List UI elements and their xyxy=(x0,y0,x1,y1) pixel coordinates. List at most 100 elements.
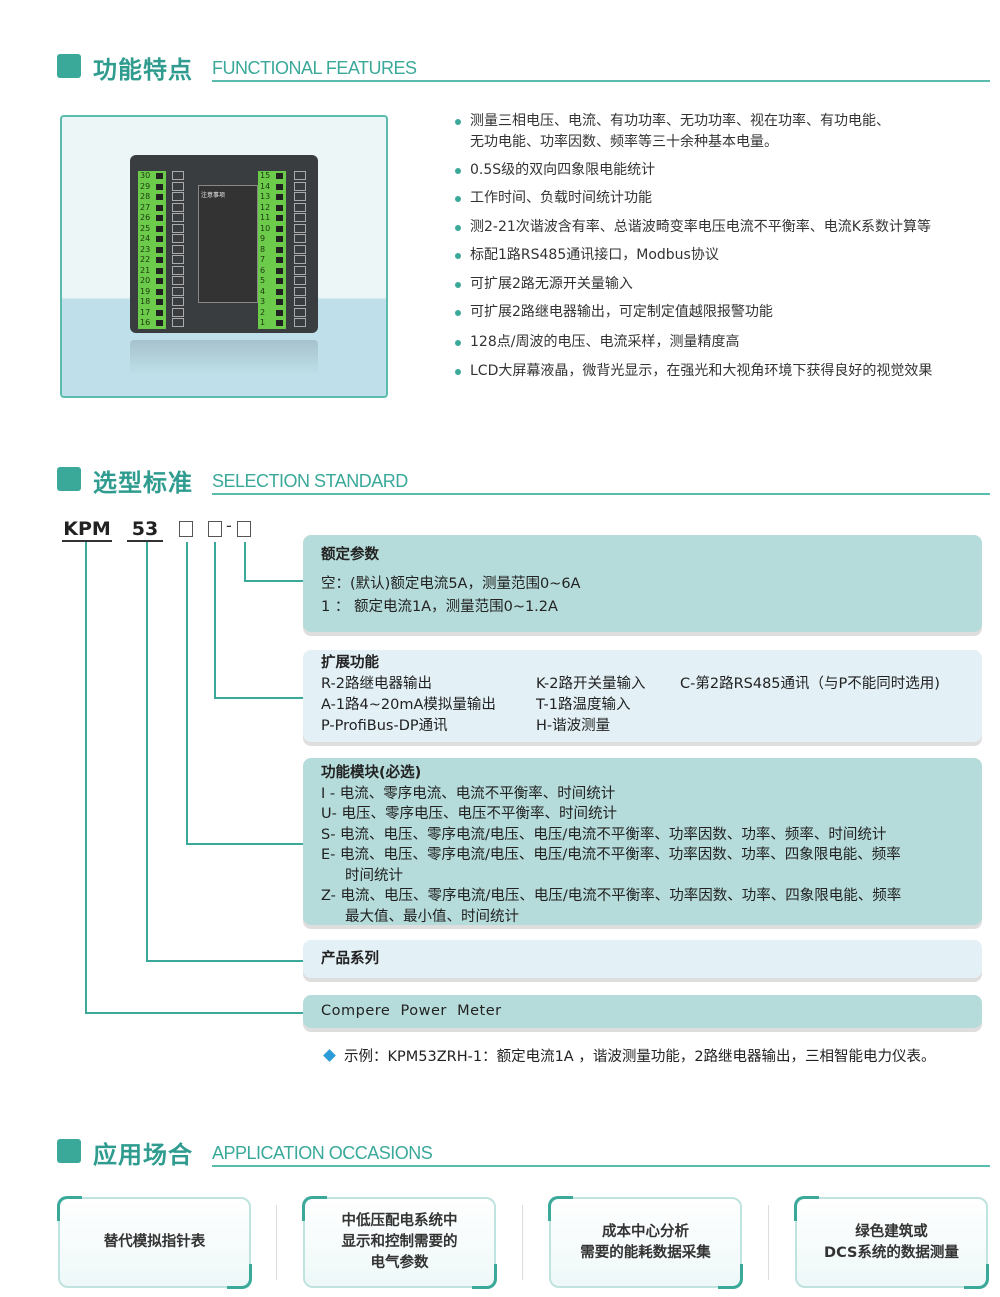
terminal-number: 30 xyxy=(138,171,166,182)
card-line: 绿色建筑或 xyxy=(855,1223,928,1240)
diamond-icon xyxy=(323,1049,336,1062)
feature-text: 标配1路RS485通讯接口，Modbus协议 xyxy=(470,247,719,263)
extend-option: R-2路继电器输出 xyxy=(321,676,432,692)
box-title: 额定参数 xyxy=(321,547,379,563)
terminal-number: 22 xyxy=(138,255,166,266)
terminal-number: 28 xyxy=(138,192,166,203)
connector xyxy=(85,1012,303,1014)
rated-line: 空：(默认)额定电流5A，测量范围0~6A xyxy=(321,576,581,592)
module-option: U- 电压、零序电压、电压不平衡率、时间统计 xyxy=(321,806,617,822)
terminal-number: 15 xyxy=(258,171,286,182)
feature-item: 测2-21次谐波含有率、总谐波畸变率电压电流不平衡率、电流K系数计算等 xyxy=(455,217,931,238)
feature-text: 测量三相电压、电流、有功功率、无功功率、视在功率、有功电能、 xyxy=(470,113,890,129)
brand-text: Compere Power Meter xyxy=(321,1003,502,1019)
feature-text: 可扩展2路继电器输出，可定制定值越限报警功能 xyxy=(470,304,773,320)
terminal-number: 11 xyxy=(258,213,286,224)
feature-text: 工作时间、负载时间统计功能 xyxy=(470,190,652,206)
connector xyxy=(244,542,246,582)
model-slot-module xyxy=(179,521,193,537)
terminal-number: 18 xyxy=(138,297,166,308)
divider xyxy=(212,493,990,495)
section-title-en: APPLICATION OCCASIONS xyxy=(212,1143,433,1163)
terminal-number: 9 xyxy=(258,234,286,245)
connector xyxy=(214,697,303,699)
terminal-number: 21 xyxy=(138,266,166,277)
terminal-number: 26 xyxy=(138,213,166,224)
application-card: 替代模拟指针表 xyxy=(57,1196,252,1289)
terminal-number: 2 xyxy=(258,308,286,319)
product-series-box: 产品系列 xyxy=(303,940,982,978)
example-text: 示例：KPM53ZRH-1：额定电流1A ，谐波测量功能，2路继电器输出，三相智… xyxy=(344,1049,936,1065)
model-slot-extend xyxy=(208,521,222,537)
terminal-number: 13 xyxy=(258,192,286,203)
connector xyxy=(146,542,148,962)
warning-label: 注意事项 xyxy=(198,185,258,303)
feature-item: 工作时间、负载时间统计功能 xyxy=(455,188,652,209)
device-reflection xyxy=(130,340,318,376)
feature-item: LCD大屏幕液晶，微背光显示，在强光和大视角环境下获得良好的视觉效果 xyxy=(455,361,932,382)
feature-text: 可扩展2路无源开关量输入 xyxy=(470,276,633,292)
connector xyxy=(244,580,303,582)
connector xyxy=(186,843,303,845)
feature-text: LCD大屏幕液晶，微背光显示，在强光和大视角环境下获得良好的视觉效果 xyxy=(470,363,933,379)
terminal-number: 6 xyxy=(258,266,286,277)
feature-item: 可扩展2路无源开关量输入 xyxy=(455,274,633,295)
divider xyxy=(522,1205,523,1280)
application-card: 绿色建筑或 DCS系统的数据测量 xyxy=(794,1196,989,1289)
terminal-number: 19 xyxy=(138,287,166,298)
extend-option: A-1路4~20mA模拟量输出 xyxy=(321,697,496,713)
grid-icon xyxy=(57,54,81,78)
module-option-cont: 时间统计 xyxy=(345,867,403,884)
function-module-box: 功能模块(必选) I - 电流、零序电流、电流不平衡率、时间统计 U- 电压、零… xyxy=(303,758,982,925)
terminal-number: 5 xyxy=(258,276,286,287)
extend-option: T-1路温度输入 xyxy=(536,697,631,713)
connector xyxy=(146,960,303,962)
warning-title: 注意事项 xyxy=(201,192,226,199)
section-title: 功能特点 xyxy=(93,56,193,84)
module-option: S- 电流、电压、零序电流/电压、电压/电流不平衡率、功率因数、功率、频率、时间… xyxy=(321,826,887,843)
section-title: 应用场合 xyxy=(93,1141,193,1169)
card-line: 中低压配电系统中 xyxy=(341,1213,458,1229)
model-code-kpm: KPM xyxy=(62,518,112,542)
terminal-number: 25 xyxy=(138,224,166,235)
model-slot-rated xyxy=(237,521,251,537)
terminal-number: 12 xyxy=(258,203,286,214)
card-line: 电气参数 xyxy=(370,1255,429,1271)
terminal-number: 3 xyxy=(258,297,286,308)
box-title: 产品系列 xyxy=(321,951,379,967)
section-title: 选型标准 xyxy=(93,469,193,497)
divider xyxy=(212,80,990,82)
box-title: 功能模块(必选) xyxy=(321,765,422,781)
section-header-application: 应用场合 APPLICATION OCCASIONS xyxy=(57,1135,990,1169)
application-card: 成本中心分析需要的能耗数据采集 xyxy=(548,1196,743,1289)
model-dash: - xyxy=(226,516,232,535)
clipboard-icon xyxy=(57,1139,81,1163)
terminal-number: 8 xyxy=(258,245,286,256)
card-line: DCS系统的数据测量 xyxy=(824,1244,959,1261)
connector xyxy=(186,542,188,845)
card-line: 成本中心分析 xyxy=(602,1223,689,1240)
terminal-number: 29 xyxy=(138,182,166,193)
rated-params-box: 额定参数 空：(默认)额定电流5A，测量范围0~6A 1 ： 额定电流1A，测量… xyxy=(303,535,982,632)
terminal-number: 10 xyxy=(258,224,286,235)
terminal-number: 7 xyxy=(258,255,286,266)
module-option-cont: 最大值、最小值、时间统计 xyxy=(345,908,519,925)
extend-option: H-谐波测量 xyxy=(536,718,611,734)
terminal-number: 1 xyxy=(258,318,286,329)
terminal-labels xyxy=(294,171,306,329)
feature-text: 测2-21次谐波含有率、总谐波畸变率电压电流不平衡率、电流K系数计算等 xyxy=(470,219,931,235)
module-option: I - 电流、零序电流、电流不平衡率、时间统计 xyxy=(321,785,616,802)
terminal-number: 17 xyxy=(138,308,166,319)
model-code-53: 53 xyxy=(127,518,163,542)
module-option: Z- 电流、电压、零序电流/电压、电压/电流不平衡率、功率因数、功率、四象限电能… xyxy=(321,888,902,904)
terminal-number: 23 xyxy=(138,245,166,256)
terminal-labels xyxy=(172,171,184,329)
application-card: 中低压配电系统中显示和控制需要的电气参数 xyxy=(302,1196,497,1289)
example-note: 示例：KPM53ZRH-1：额定电流1A ，谐波测量功能，2路继电器输出，三相智… xyxy=(323,1047,936,1068)
extend-option: C-第2路RS485通讯（与P不能同时选用) xyxy=(680,676,940,692)
terminal-number: 4 xyxy=(258,287,286,298)
checklist-icon xyxy=(57,467,81,491)
terminal-number: 27 xyxy=(138,203,166,214)
